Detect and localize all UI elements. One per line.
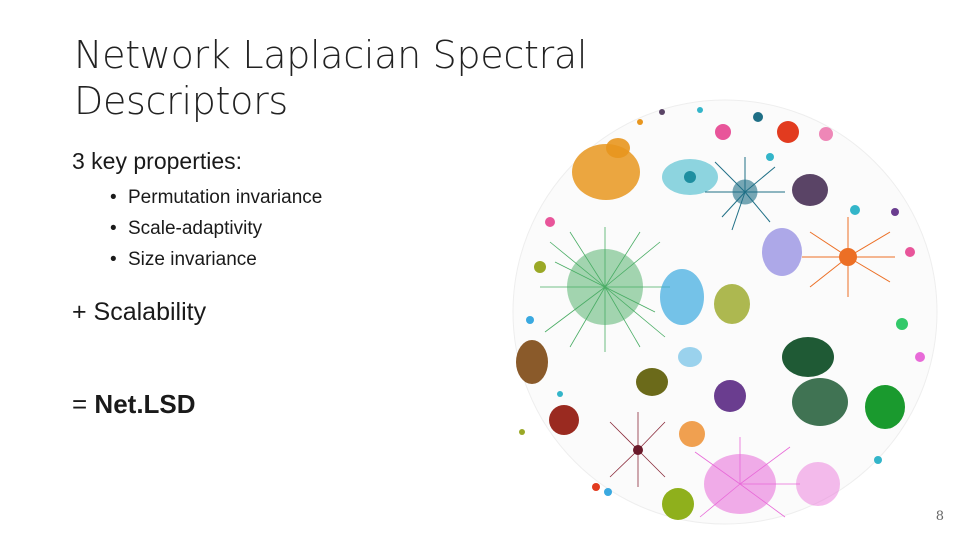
property-item: • Permutation invariance xyxy=(108,182,512,213)
properties-lead: 3 key properties: xyxy=(72,146,512,176)
property-text: Scale-adaptivity xyxy=(128,218,262,239)
property-item: • Size invariance xyxy=(108,244,512,275)
title-line-1: Network Laplacian Spectral xyxy=(74,32,674,78)
olive-dark-cluster xyxy=(636,368,668,396)
result-prefix: = xyxy=(72,389,94,419)
property-text: Size invariance xyxy=(128,249,257,270)
cyan-cluster xyxy=(662,159,718,195)
olive-cluster xyxy=(714,284,750,324)
red-cluster xyxy=(777,121,799,143)
page-number: 8 xyxy=(936,509,944,524)
purple-cluster xyxy=(714,380,746,412)
scalability-line: + Scalability xyxy=(72,296,206,328)
property-item: • Scale-adaptivity xyxy=(108,213,512,244)
result-term: Net.LSD xyxy=(94,389,195,419)
green-cluster xyxy=(865,385,905,429)
network-collage-image xyxy=(500,92,950,532)
properties-block: 3 key properties: • Permutation invarianc… xyxy=(72,146,512,275)
lavender-cluster xyxy=(762,228,802,276)
bullet-icon: • xyxy=(110,244,117,275)
brown-cluster xyxy=(516,340,548,384)
result-line: = Net.LSD xyxy=(72,387,196,421)
peach-cluster xyxy=(679,421,705,447)
pink-cluster xyxy=(715,124,731,140)
bullet-icon: • xyxy=(110,213,117,244)
dark-purple-cluster xyxy=(792,174,828,206)
maroon-cluster xyxy=(549,405,579,435)
properties-list: • Permutation invariance • Scale-adaptivit… xyxy=(72,182,512,275)
lime-cluster xyxy=(662,488,694,520)
orange-cluster xyxy=(572,138,640,200)
bullet-icon: • xyxy=(110,182,117,213)
property-text: Permutation invariance xyxy=(128,187,322,208)
